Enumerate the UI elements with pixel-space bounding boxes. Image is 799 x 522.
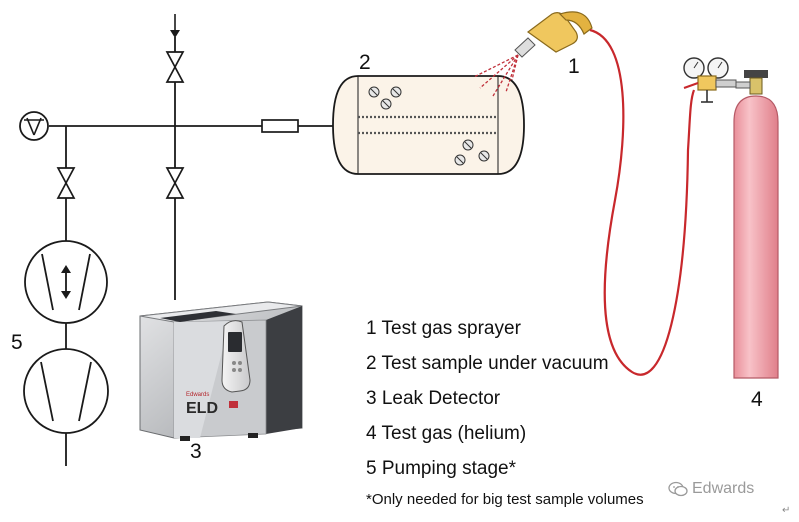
pressure-gauge-icon [19, 111, 49, 141]
screw-icon [368, 86, 490, 166]
valve-detector-icon [165, 167, 185, 199]
label-sample-number: 2 [359, 51, 371, 74]
legend-item: 2 Test sample under vacuum [366, 353, 609, 374]
label-sprayer-number: 1 [568, 55, 580, 78]
pump-booster-icon [24, 240, 108, 324]
leak-detector-unit: Edwards ELD [139, 301, 303, 441]
wechat-icon [668, 481, 688, 497]
legend-item: 4 Test gas (helium) [366, 423, 527, 444]
legend-list: 1 Test gas sprayer 2 Test sample under v… [366, 316, 609, 491]
valve-pump-icon [56, 167, 76, 199]
watermark: Edwards [668, 480, 754, 498]
label-detector-number: 3 [190, 440, 202, 463]
inline-filter [261, 119, 299, 133]
legend-item: 1 Test gas sprayer [366, 318, 521, 339]
label-cylinder-number: 4 [751, 388, 763, 411]
label-pump-number: 5 [11, 331, 23, 354]
test-sample-vessel [332, 75, 525, 175]
watermark-text: Edwards [692, 480, 755, 497]
legend-item: 3 Leak Detector [366, 388, 501, 409]
gas-hose [589, 28, 696, 376]
footnote: *Only needed for big test sample volumes [366, 491, 644, 508]
gas-sprayer-icon [473, 11, 593, 97]
helium-cylinder [683, 57, 779, 379]
remote-control [221, 320, 251, 393]
valve-inlet-icon [165, 51, 185, 83]
detector-model: ELD [186, 400, 218, 417]
legend-item: 5 Pumping stage* [366, 458, 516, 479]
detector-brand: Edwards [186, 392, 209, 398]
pump-backing-icon [23, 348, 109, 434]
return-mark: ↵ [782, 505, 791, 516]
regulator-icon [683, 57, 737, 103]
inlet-arrow-icon [170, 14, 180, 38]
